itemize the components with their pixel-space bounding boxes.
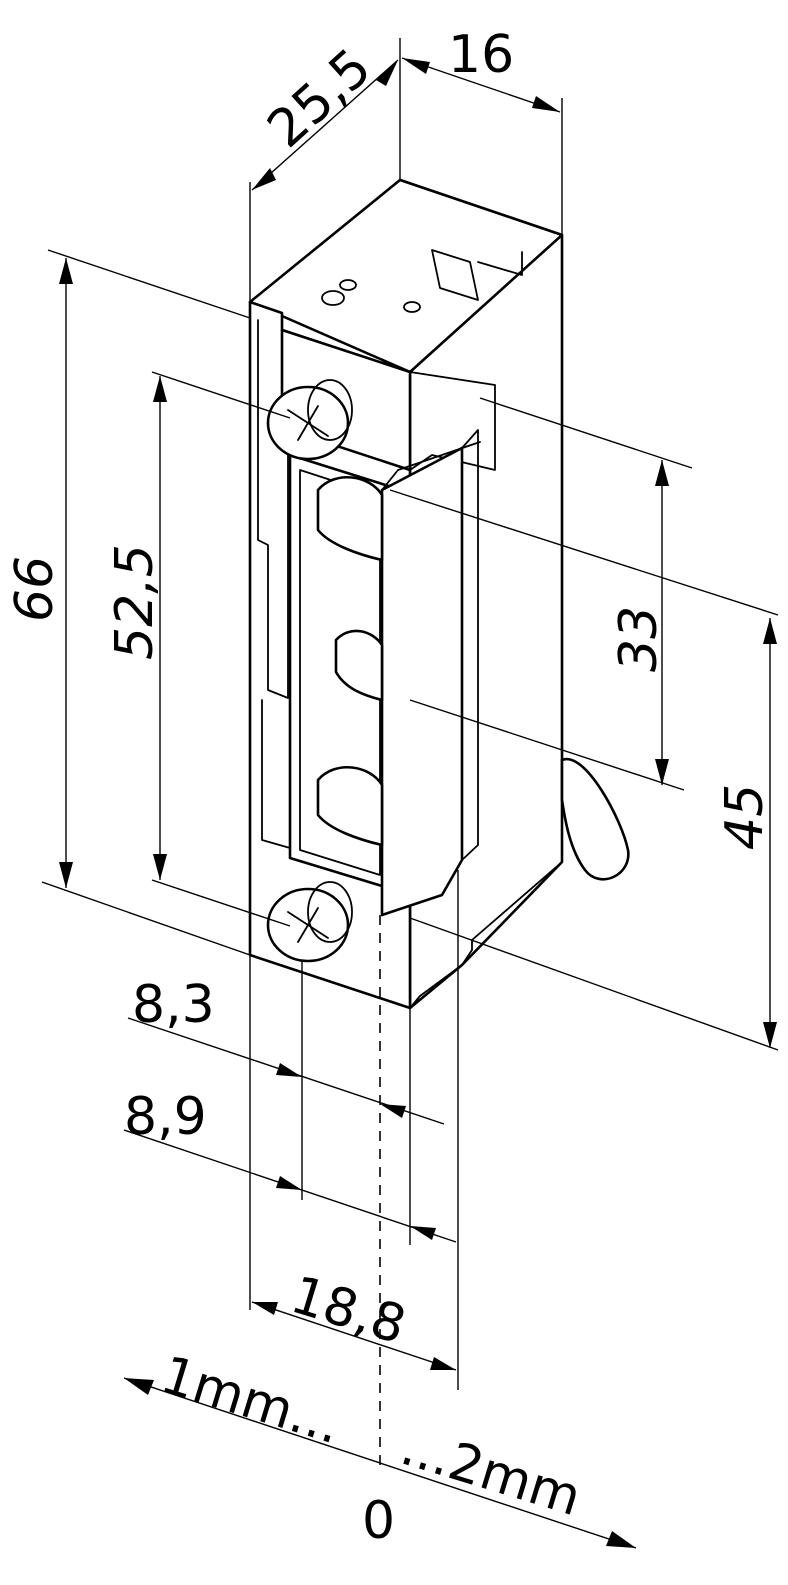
dim-label-latch-offset: 45	[715, 784, 775, 850]
top-hole-2	[339, 279, 357, 291]
dim-label-depth-top: 16	[448, 25, 514, 85]
dim-label-width-top: 25,5	[257, 38, 383, 160]
dim-extension-lines	[249, 870, 459, 1470]
strike-body	[248, 178, 630, 1010]
dim-offset-a: 8,3	[127, 975, 445, 1125]
dim-latch-offset: 45	[389, 489, 779, 1051]
adjustment-zero-label: 0	[362, 1491, 395, 1551]
upper-cam	[316, 476, 384, 562]
top-hole-3	[403, 301, 421, 313]
dim-label-latch-height: 33	[609, 606, 669, 672]
dim-label-offset-b: 8,9	[124, 1087, 207, 1147]
top-slot	[431, 249, 479, 301]
dim-label-width-front: 18,8	[284, 1265, 412, 1356]
adjustment-left-label: 1mm...	[154, 1345, 347, 1456]
top-hole-1	[321, 290, 345, 306]
phillips-icon	[287, 405, 329, 441]
side-groove	[257, 319, 289, 699]
upper-screw	[266, 379, 353, 461]
dim-height-total: 66	[5, 249, 251, 956]
adjustment-right-label: ...2mm	[394, 1417, 587, 1528]
dim-offset-b: 8,9	[123, 1087, 457, 1243]
dim-depth-top: 16	[401, 25, 563, 235]
lower-screw	[266, 881, 353, 963]
latch	[380, 446, 464, 917]
release-lever	[560, 757, 630, 881]
phillips-icon	[287, 907, 329, 943]
dim-label-offset-a: 8,3	[132, 975, 215, 1035]
dim-latch-height: 33	[409, 397, 693, 791]
dim-label-screw-pitch: 52,5	[105, 544, 165, 660]
dim-width-front: 18,8	[251, 1265, 457, 1371]
lower-cam	[316, 766, 384, 847]
dim-label-height-total: 66	[5, 556, 65, 622]
middle-cam	[334, 629, 384, 702]
dim-screw-pitch: 52,5	[105, 371, 291, 927]
adjustment-range: 1mm... ...2mm 0	[123, 1345, 637, 1551]
